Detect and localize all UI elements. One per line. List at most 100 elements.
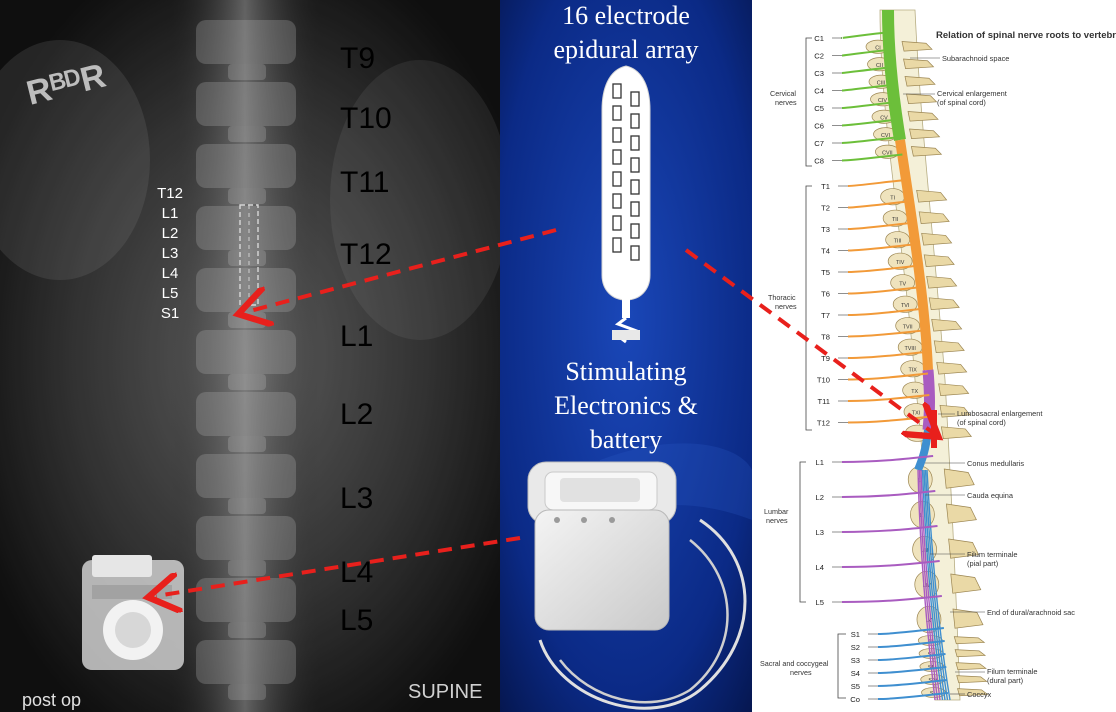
- anatomy-vertebra-thoracic: [921, 232, 953, 246]
- nerve-label-t9: T9: [821, 354, 830, 363]
- nerve-root-lumbar: [841, 455, 934, 463]
- xray-vertebra-body: [196, 578, 296, 622]
- electrode-contact: [612, 237, 622, 253]
- anatomy-vertebra-thoracic: [926, 275, 958, 289]
- electronics-line3: battery: [590, 425, 662, 454]
- anatomy-vertebra-cervical: [901, 41, 933, 52]
- nerve-label-c5: C5: [814, 104, 824, 113]
- xray-vertebra-process: [228, 684, 266, 700]
- xray-vertebra-process: [228, 250, 266, 266]
- group-cervical-1: Cervical: [770, 89, 796, 98]
- cauda-strand: [920, 469, 941, 701]
- nerve-label-t4: T4: [821, 247, 830, 256]
- electrode-contact: [630, 157, 640, 173]
- nerve-root-thoracic: [847, 308, 921, 316]
- connector-arrows: [156, 228, 932, 596]
- xray-vertebrae: [196, 20, 296, 700]
- callout-filum-dural-1: Filum terminale: [987, 667, 1038, 676]
- vertebra-level-labels: T9 T10 T11 T12 L1 L2 L3 L4 L5: [340, 42, 392, 637]
- anatomy-vertebra-lumbar: [948, 538, 980, 559]
- overlay-level-l3: L3: [162, 245, 179, 262]
- nerve-label-c7: C7: [814, 139, 824, 148]
- vertebra-label-l1: L1: [340, 320, 373, 353]
- nerve-root-thoracic: [847, 265, 916, 273]
- vertebra-label-tviii: TVIII: [904, 346, 915, 352]
- nerve-root-thoracic: [847, 179, 906, 187]
- vertebra-label-tii: TII: [892, 217, 898, 223]
- anatomy-vertebra-thoracic: [938, 383, 970, 396]
- xray-vertebra-process: [228, 126, 266, 142]
- xray-vertebra-body: [196, 330, 296, 374]
- anatomy-vertebra-cervical: [903, 58, 935, 69]
- anatomy-vertebral-body: [887, 252, 913, 270]
- nerve-root-thoracic: [847, 243, 913, 252]
- callout-dural-sac: End of dural/arachnoid sac: [987, 608, 1075, 617]
- nerve-root-sacral: [877, 653, 946, 661]
- vertebra-label-t11: T11: [340, 166, 389, 199]
- anatomy-vertebra-sacral: [955, 662, 987, 671]
- nerve-label-l2: L2: [816, 493, 824, 502]
- anatomy-electrode-marker: [931, 410, 937, 448]
- electrode-contact: [612, 127, 622, 143]
- nerve-label-t5: T5: [821, 268, 830, 277]
- vertebra-label-t12: T12: [340, 238, 392, 271]
- dural-sac: [879, 9, 961, 701]
- anatomy-vertebra-sacral: [957, 688, 989, 697]
- paddle-electrode-array: [601, 65, 651, 344]
- group-cervical-2: nerves: [775, 98, 797, 107]
- vertebra-label-liv: LIV: [923, 583, 931, 589]
- anatomy-vertebral-body: [892, 295, 918, 313]
- nerve-root-sacral: [877, 627, 944, 635]
- nerve-label-t8: T8: [821, 333, 830, 342]
- xray-pulse-generator: [82, 555, 184, 670]
- anatomy-callouts: Subarachnoid space Cervical enlargement …: [903, 54, 1075, 699]
- cord-lumbar: [922, 369, 935, 431]
- anatomy-vertebra-cervical: [910, 146, 943, 157]
- callout-filum-pial-1: Filum terminale: [967, 550, 1018, 559]
- anatomy-vertebra-sacral: [956, 675, 988, 684]
- electronics-line2: Electronics &: [554, 391, 698, 420]
- nerve-roots: C1C2C3C4C5C6C7C8T1T2T3T4T5T6T7T8T9T10T11…: [814, 31, 949, 704]
- anatomy-vertebra-lumbar: [952, 608, 984, 629]
- arrow-array-to-xray: [246, 228, 557, 312]
- electrode-contact: [630, 223, 640, 239]
- vertebra-label-l3: L3: [340, 482, 373, 515]
- group-lumbar-2: nerves: [766, 516, 788, 525]
- callout-subarachnoid: Subarachnoid space: [942, 54, 1009, 63]
- electrode-contact: [612, 215, 622, 231]
- callout-cauda-equina: Cauda equina: [967, 491, 1014, 500]
- callout-filum-dural-2: (dural part): [987, 676, 1023, 685]
- electrode-contact: [630, 135, 640, 151]
- nerve-label-s4: S4: [851, 669, 860, 678]
- anatomy-vertebral-body: [895, 317, 921, 335]
- electrode-contact: [612, 193, 622, 209]
- arrow-array-to-anatomy: [684, 248, 932, 432]
- vertebra-label-ci: CI: [875, 45, 880, 51]
- nerve-root-sacral: [877, 666, 947, 674]
- electrode-contact: [630, 201, 640, 217]
- cauda-strand: [917, 469, 936, 701]
- vertebra-label-txi: TXI: [912, 410, 920, 416]
- anatomy-vertebral-body: [885, 231, 910, 249]
- electrode-contacts: [612, 83, 640, 261]
- nerve-label-c1: C1: [814, 34, 824, 43]
- xray-vertebra-body: [196, 392, 296, 436]
- electrode-contact: [630, 113, 640, 129]
- xray-vertebra-body: [196, 516, 296, 560]
- anatomy-vertebra-thoracic: [931, 318, 963, 332]
- nerve-root-cervical: [841, 48, 893, 57]
- electrode-contact: [630, 91, 640, 107]
- vertebra-label-l2: L2: [340, 398, 373, 431]
- xray-corner-post-op: post op: [22, 690, 81, 710]
- vertebra-label-tix: TIX: [908, 367, 917, 373]
- anatomy-vertebral-body: [890, 274, 916, 292]
- overlay-level-l2: L2: [162, 225, 179, 242]
- nerve-root-lumbar: [841, 595, 942, 603]
- xray-vertebra-body: [196, 20, 296, 64]
- vertebra-label-tvi: TVI: [901, 303, 909, 309]
- anatomy-vertebra-thoracic: [936, 361, 968, 375]
- cord-thoracic: [895, 139, 933, 371]
- nerve-label-c4: C4: [814, 87, 824, 96]
- nerve-root-cervical: [841, 136, 901, 144]
- anatomy-vertebra-cervical: [906, 93, 938, 104]
